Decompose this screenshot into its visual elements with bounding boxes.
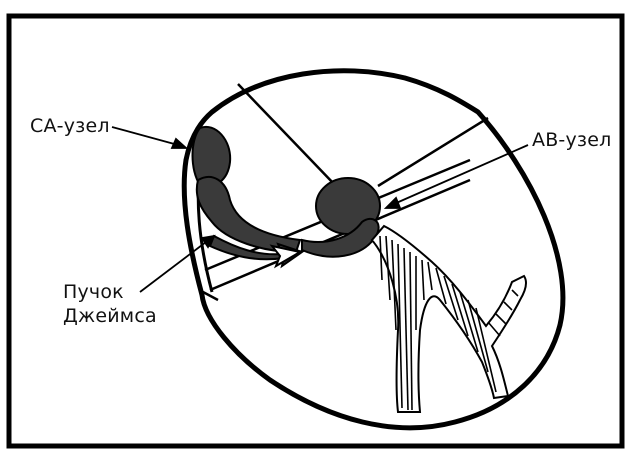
sa-arrow-line (112, 127, 178, 145)
james-bundle-label-line2: Джеймса (63, 304, 157, 328)
sa-node-label: СА-узел (30, 114, 110, 138)
septum-line-upper (238, 84, 335, 185)
av-plane-left-edge (203, 292, 218, 300)
av-arrow-line (394, 145, 528, 204)
av-arrow-head (386, 198, 400, 208)
av-node-label: АВ-узел (532, 128, 611, 152)
james-bundle-label-line1: Пучок (63, 280, 124, 304)
sa-arrow-head (172, 139, 186, 148)
